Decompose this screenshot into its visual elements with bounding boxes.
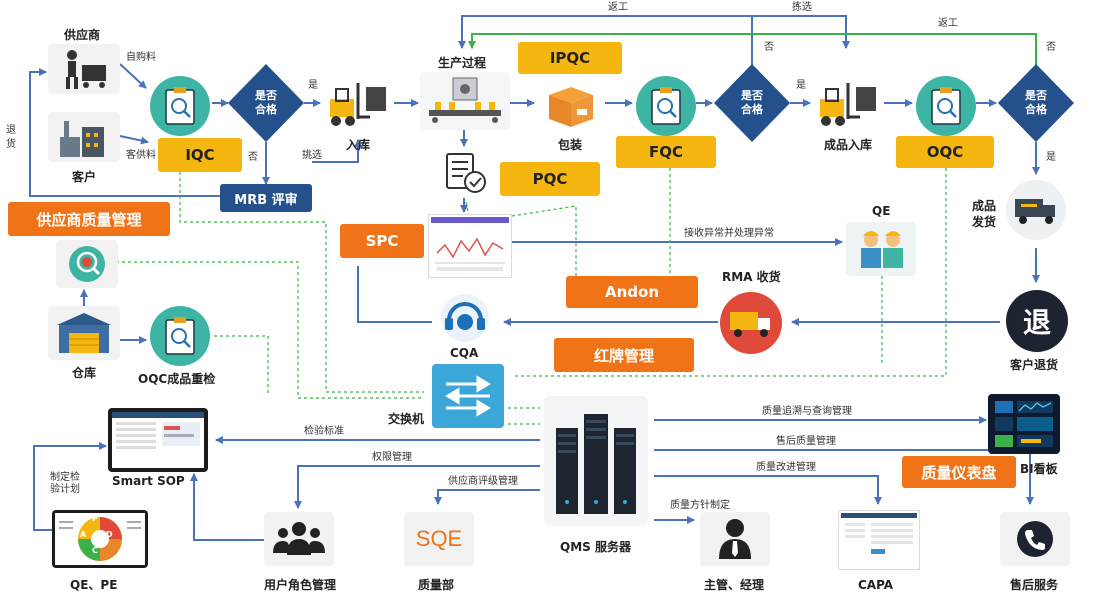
oqc-recheck-label: OQC成品重检 <box>138 372 216 386</box>
edge-plan: 制定检 验计划 <box>50 472 80 495</box>
red-card-tag: 红牌管理 <box>554 338 694 372</box>
return-cust-label: 客户退货 <box>1010 358 1059 372</box>
iqc-tag: IQC <box>158 138 242 172</box>
manager-icon <box>700 512 770 566</box>
network-switch-icon <box>432 364 504 428</box>
decision-2-text: 是否 合格 <box>741 89 763 116</box>
quality-dept-label: 质量部 <box>418 578 455 592</box>
spc-chart-icon <box>428 214 512 278</box>
decision-qualified-2: 是否 合格 <box>714 64 790 142</box>
edge-cust-supply: 客供料 <box>126 150 156 161</box>
forklift-icon-1 <box>322 76 394 132</box>
edge-no-3: 否 <box>1046 42 1056 53</box>
supplier-audit-icon <box>56 240 118 288</box>
edge-after-sales-mgmt: 售后质量管理 <box>776 436 836 447</box>
bi-dashboard-icon <box>988 394 1060 454</box>
finished-in-label: 成品入库 <box>824 138 873 152</box>
after-sales-label: 售后服务 <box>1010 578 1059 592</box>
manager-label: 主管、经理 <box>704 578 765 592</box>
rma-label: RMA 收货 <box>722 270 781 284</box>
production-label: 生产过程 <box>438 56 487 70</box>
edge-inspect-std: 检验标准 <box>304 426 344 437</box>
user-group-icon <box>264 512 334 566</box>
oqc-recheck-icon <box>150 306 210 366</box>
edge-improvement: 质量改进管理 <box>756 462 816 473</box>
smart-sop-screen-icon <box>108 408 208 472</box>
supplier-icon <box>48 44 120 94</box>
factory-icon <box>48 112 120 162</box>
fqc-tag: FQC <box>616 136 716 168</box>
decision-1-text: 是否 合格 <box>255 89 277 116</box>
warehouse-in-label: 入库 <box>346 138 371 152</box>
edge-self-purchase: 自购料 <box>126 52 156 63</box>
oqc-clipboard-icon <box>916 76 976 136</box>
spc-tag: SPC <box>340 224 424 258</box>
capa-screen-icon <box>838 510 920 570</box>
rma-truck-icon <box>720 292 782 354</box>
qms-server-icon <box>544 396 648 526</box>
dashboard-tag: 质量仪表盘 <box>902 456 1016 488</box>
edge-supplier-rating: 供应商评级管理 <box>448 476 518 487</box>
edge-yes-3: 是 <box>1046 152 1056 163</box>
truck-icon <box>1006 180 1066 240</box>
qms-server-label: QMS 服务器 <box>560 540 631 554</box>
after-sales-phone-icon <box>1000 512 1070 566</box>
bi-label: BI看板 <box>1020 462 1058 476</box>
ipqc-tag: IPQC <box>518 42 622 74</box>
edge-rework-1: 返工 <box>608 2 628 13</box>
smart-sop-label: Smart SOP <box>112 474 185 488</box>
edge-yes-1: 是 <box>308 80 318 91</box>
qe-label: QE <box>872 204 891 218</box>
warehouse-icon <box>48 306 120 360</box>
iqc-clipboard-icon <box>150 76 210 136</box>
sqe-badge: SQE <box>404 512 474 566</box>
supplier-quality-mgmt-tag: 供应商质量管理 <box>8 202 170 236</box>
edge-trace-query: 质量追溯与查询管理 <box>762 406 852 417</box>
edge-permission: 权限管理 <box>372 452 412 463</box>
production-line-icon <box>420 72 510 130</box>
decision-qualified-3: 是否 合格 <box>998 64 1074 142</box>
fqc-clipboard-icon <box>636 76 696 136</box>
checklist-icon <box>438 148 492 198</box>
andon-tag: Andon <box>566 276 698 308</box>
cqa-label: CQA <box>450 346 479 360</box>
return-char: 退 <box>1022 306 1051 339</box>
pdca-screen-icon <box>52 510 148 568</box>
pdca-a: A <box>80 530 87 539</box>
qe-pe-label: QE、PE <box>70 578 118 592</box>
warehouse-label: 仓库 <box>72 366 97 380</box>
edge-pick-2: 拣选 <box>792 2 812 13</box>
edge-pick: 挑选 <box>302 150 322 161</box>
pdca-d: D <box>106 530 113 539</box>
mrb-review-tag: MRB 评审 <box>220 184 312 212</box>
edge-return-goods: 退 货 <box>6 125 16 150</box>
edge-policy: 质量方针制定 <box>670 500 730 511</box>
pqc-tag: PQC <box>500 162 600 196</box>
oqc-tag: OQC <box>896 136 994 168</box>
package-box-icon <box>538 76 604 132</box>
return-icon: 退 <box>1006 290 1068 352</box>
pdca-c: C <box>92 546 98 555</box>
customer-label: 客户 <box>72 170 97 184</box>
user-role-label: 用户角色管理 <box>264 578 337 592</box>
switch-label: 交换机 <box>388 412 425 426</box>
edge-no-1: 否 <box>248 152 258 163</box>
pdca-p: P <box>92 514 98 523</box>
decision-qualified-1: 是否 合格 <box>228 64 304 142</box>
edge-receive-exception: 接收异常并处理异常 <box>684 228 774 239</box>
qe-engineers-icon <box>846 222 916 276</box>
edge-rework-2: 返工 <box>938 18 958 29</box>
ship-label: 成品 发货 <box>972 199 997 229</box>
capa-label: CAPA <box>858 578 894 592</box>
cqa-headset-icon <box>434 292 496 344</box>
edge-no-2: 否 <box>764 42 774 53</box>
forklift-icon-2 <box>812 76 884 132</box>
edge-yes-2: 是 <box>796 80 806 91</box>
sqe-text: SQE <box>415 526 463 551</box>
packaging-label: 包装 <box>558 138 583 152</box>
decision-3-text: 是否 合格 <box>1025 89 1047 116</box>
supplier-label: 供应商 <box>64 28 101 42</box>
